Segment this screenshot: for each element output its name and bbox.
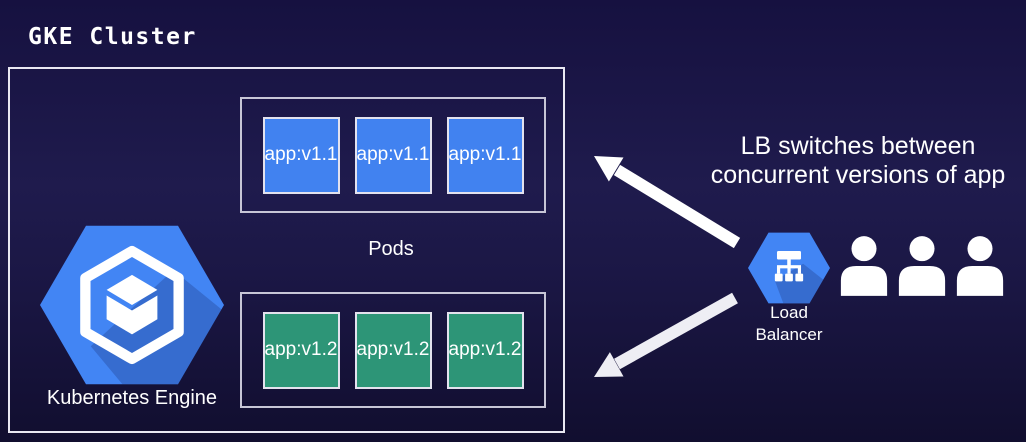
load-balancer-label: Load Balancer [755,303,823,344]
user-icon [840,236,888,296]
pods-label: Pods [368,238,414,260]
arrow-to-v1-2-pods [594,292,738,377]
gke-cluster-boundary: Kubernetes Engine app:v1.1 app:v1.1 app:… [8,67,565,433]
diagram-title: GKE Cluster [28,24,197,50]
kubernetes-engine-label: Kubernetes Engine [46,387,218,409]
load-balancer-icon [748,232,830,304]
lb-annotation: LB switches between concurrent versions … [690,132,1026,190]
pod-app-v1-2: app:v1.2 [446,311,524,389]
pod-app-v1-2: app:v1.2 [262,311,340,389]
users-group [838,234,1006,298]
pod-app-v1-2: app:v1.2 [354,311,432,389]
pod-app-v1-1: app:v1.1 [262,116,340,194]
pod-app-v1-1: app:v1.1 [446,116,524,194]
user-icon [898,236,946,296]
pod-group-v1-2: app:v1.2 app:v1.2 app:v1.2 [240,292,546,408]
lb-annotation-line1: LB switches between [740,132,976,160]
kubernetes-engine-icon [40,225,224,385]
user-icon [956,236,1004,296]
pod-group-v1-1: app:v1.1 app:v1.1 app:v1.1 [240,97,546,213]
pod-app-v1-1: app:v1.1 [354,116,432,194]
lb-annotation-line2: concurrent versions of app [710,161,1006,189]
